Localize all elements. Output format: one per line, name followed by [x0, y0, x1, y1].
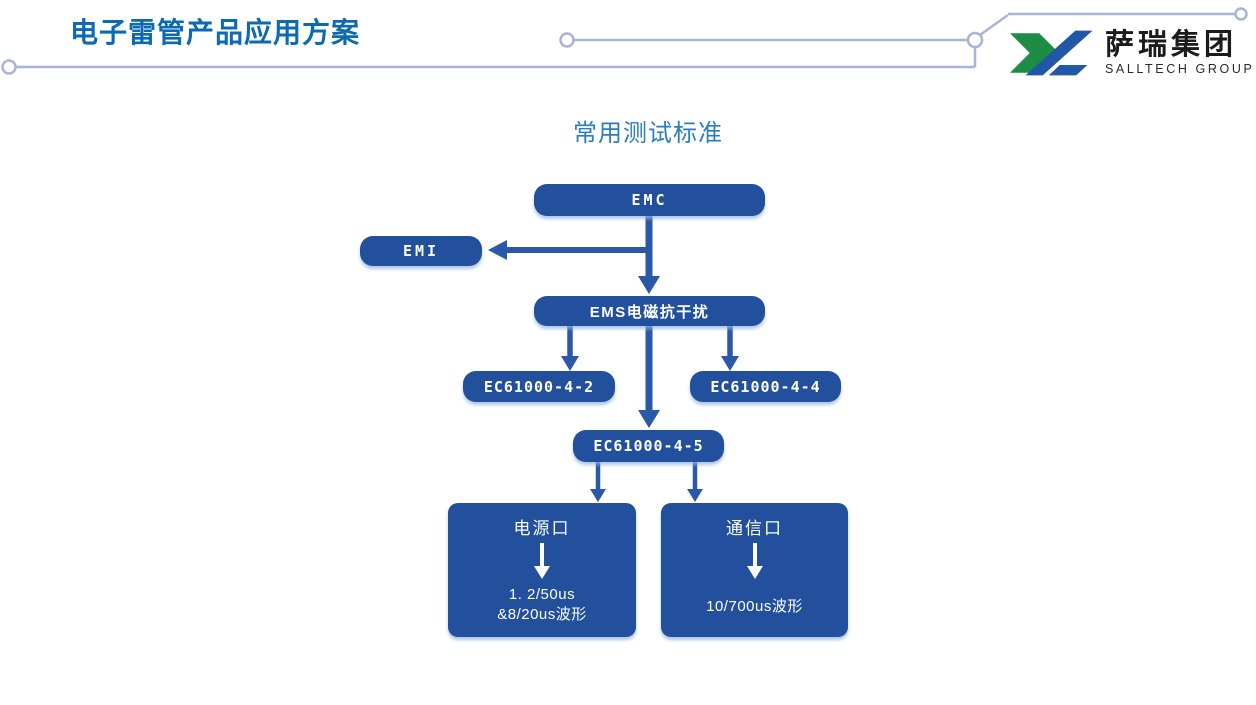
down-arrow-icon — [534, 543, 550, 579]
power-port-waveform: 1. 2/50us &8/20us波形 — [497, 585, 587, 626]
diagram-title: 常用测试标准 — [573, 120, 723, 147]
arrow-ems-to-ec45-icon — [638, 326, 660, 428]
salltech-logo-icon — [1010, 30, 1093, 76]
node-emi: EMI — [360, 236, 482, 266]
power-port-waveform-line2: &8/20us波形 — [497, 606, 587, 624]
comm-port-title: 通信口 — [726, 519, 783, 538]
arrow-ems-to-ec42-icon — [561, 326, 579, 371]
logo-text: 萨瑞集团 SALLTECH GROUP — [1105, 28, 1255, 77]
down-arrow-icon — [746, 543, 763, 579]
power-port-title: 电源口 — [513, 519, 571, 538]
node-comm-port: 通信口 10/700us波形 — [661, 503, 848, 637]
header-decor-lines — [1, 7, 1248, 75]
power-port-waveform-line1: 1. 2/50us — [508, 586, 576, 603]
comm-port-waveform: 10/700us波形 — [706, 598, 803, 615]
arrow-to-emi-icon — [488, 240, 650, 260]
arrow-emc-to-ems-icon — [638, 216, 660, 294]
node-ec61000-4-4: EC61000-4-4 — [690, 371, 841, 402]
logo-company-subtitle: SALLTECH GROUP — [1105, 62, 1255, 77]
node-ec61000-4-5: EC61000-4-5 — [573, 430, 724, 462]
slide-title: 电子雷管产品应用方案 — [70, 17, 361, 48]
node-emc: EMC — [534, 184, 765, 216]
node-power-port: 电源口 1. 2/50us &8/20us波形 — [448, 503, 636, 637]
company-logo: 萨瑞集团 SALLTECH GROUP — [1010, 24, 1252, 82]
node-ec61000-4-2: EC61000-4-2 — [463, 371, 615, 402]
arrow-ec45-to-power-icon — [590, 462, 606, 502]
logo-company-name: 萨瑞集团 — [1105, 28, 1238, 61]
arrow-ems-to-ec44-icon — [721, 326, 739, 371]
node-ems: EMS电磁抗干扰 — [534, 296, 765, 326]
arrow-ec45-to-comm-icon — [687, 462, 703, 502]
